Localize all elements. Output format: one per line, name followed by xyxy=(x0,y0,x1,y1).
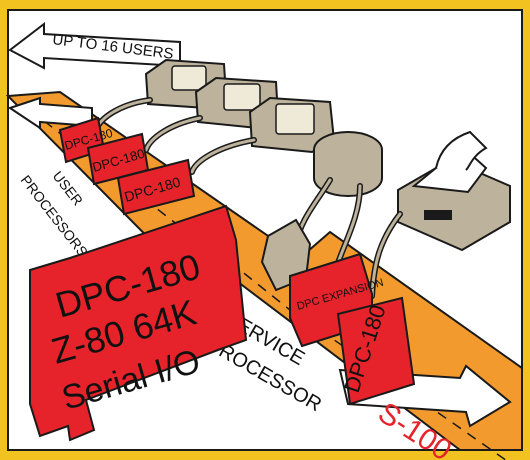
service-card: DPC-180 xyxy=(338,298,414,404)
